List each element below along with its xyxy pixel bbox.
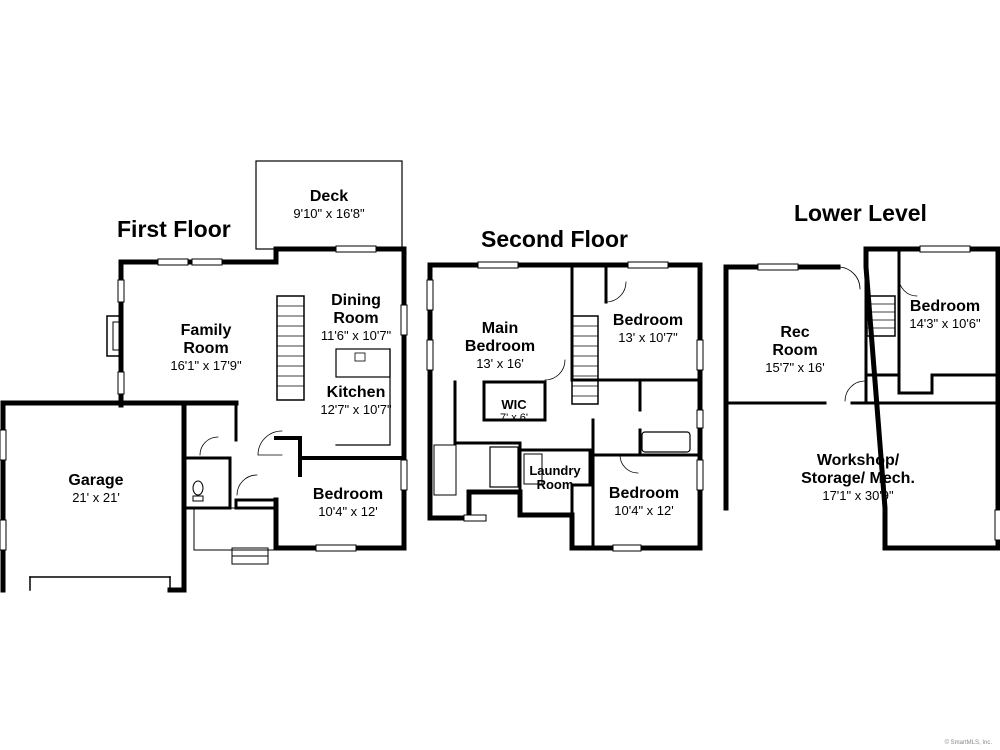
lower-level-walls <box>723 246 1000 551</box>
room-name: Bedroom <box>312 486 384 503</box>
first-floor-plan <box>0 160 408 593</box>
room-dimensions: 15'7" x 16' <box>765 360 825 375</box>
room-bedroom-lower: Bedroom 14'3" x 10'6" <box>909 298 980 331</box>
room-main-bedroom: Main Bedroom 13' x 16' <box>465 302 535 389</box>
room-deck: Deck 9'10" x 16'8" <box>293 188 364 221</box>
copyright-credit: © SmartMLS, Inc. <box>944 740 992 746</box>
lower-level-title: Lower Level <box>794 200 927 226</box>
room-dimensions: 13' x 16' <box>476 356 524 371</box>
room-name: Family Room <box>180 322 232 357</box>
room-family: Family Room 16'1" x 17'9" <box>170 304 241 391</box>
second-floor-title: Second Floor <box>481 226 628 252</box>
room-name: Bedroom <box>612 312 684 329</box>
room-workshop: Workshop/ Storage/ Mech. 17'1" x 30'9" <box>801 434 915 521</box>
room-dimensions: 21' x 21' <box>72 490 120 505</box>
room-dimensions: 10'4" x 12' <box>614 503 674 518</box>
first-floor-title: First Floor <box>117 216 231 242</box>
room-name: Main Bedroom <box>464 320 536 355</box>
room-name: Bedroom <box>608 485 680 502</box>
room-dimensions: 10'4" x 12' <box>318 504 378 519</box>
room-dimensions: 9'10" x 16'8" <box>293 206 365 221</box>
room-kitchen: Kitchen 12'7" x 10'7" <box>320 384 391 417</box>
room-name: Bedroom <box>909 298 981 315</box>
room-wic: WIC 7' x 6' <box>500 398 528 425</box>
room-name: Kitchen <box>326 384 386 401</box>
room-dimensions: 16'1" x 17'9" <box>170 358 242 373</box>
room-name: WIC <box>501 397 527 412</box>
room-name: Garage <box>68 472 124 489</box>
room-name: Dining Room <box>331 292 381 327</box>
room-name: Rec Room <box>772 324 818 359</box>
room-laundry: Laundry Room <box>529 450 580 492</box>
room-garage: Garage 21' x 21' <box>68 472 123 505</box>
room-bedroom-first: Bedroom 10'4" x 12' <box>313 486 383 519</box>
room-dimensions: 13' x 10'7" <box>618 330 678 345</box>
room-name: Laundry Room <box>529 463 581 492</box>
room-bedroom-ne: Bedroom 13' x 10'7" <box>613 312 683 345</box>
room-rec: Rec Room 15'7" x 16' <box>765 306 824 393</box>
room-name: Deck <box>309 188 349 205</box>
lower-level-plan <box>723 245 1000 551</box>
stairs-first <box>276 295 305 401</box>
stairs-lower <box>866 295 896 337</box>
room-dining: Dining Room 11'6" x 10'7" <box>321 274 391 361</box>
room-dimensions: 14'3" x 10'6" <box>909 316 981 331</box>
room-name: Workshop/ Storage/ Mech. <box>801 452 915 487</box>
room-dimensions: 12'7" x 10'7" <box>320 402 392 417</box>
stairs-second <box>571 315 599 405</box>
room-dimensions: 7' x 6' <box>499 412 529 424</box>
room-bedroom-se: Bedroom 10'4" x 12' <box>609 485 679 518</box>
room-dimensions: 11'6" x 10'7" <box>320 328 392 343</box>
second-floor-plan <box>426 261 704 552</box>
room-dimensions: 17'1" x 30'9" <box>822 488 894 503</box>
